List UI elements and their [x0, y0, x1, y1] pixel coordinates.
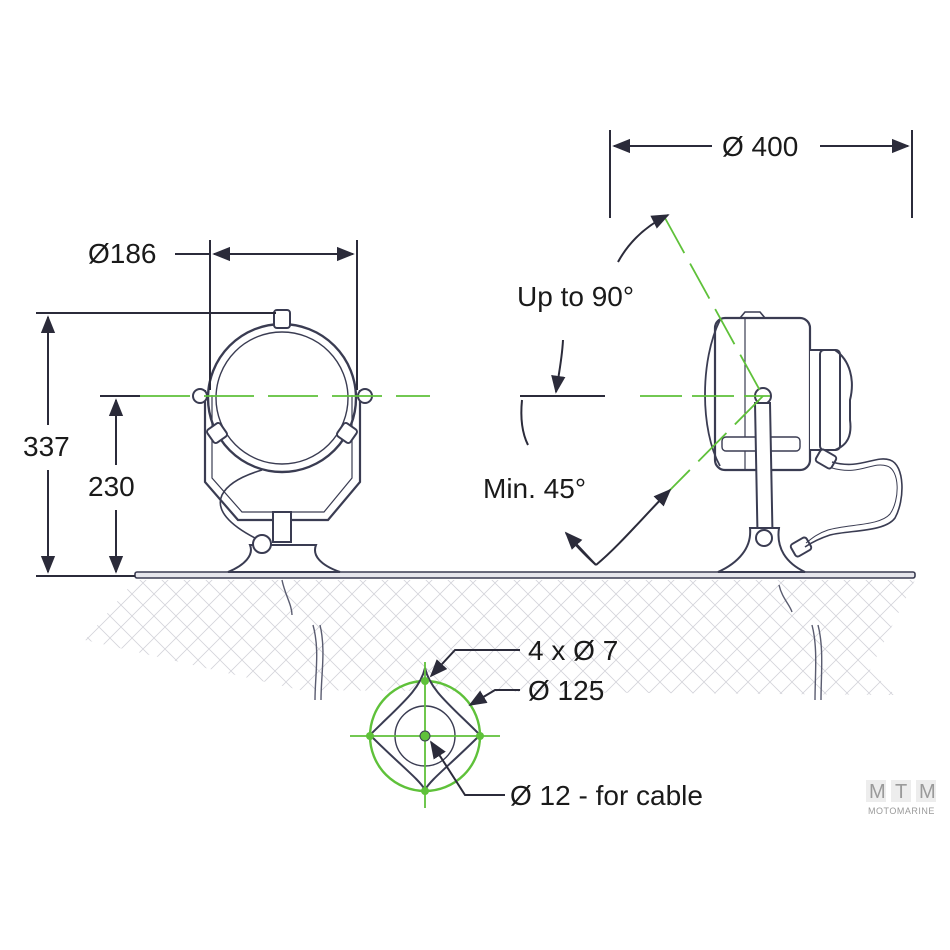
motomarine-logo: M T M MOTOMARINE: [866, 780, 936, 816]
flange-leaders: [429, 649, 520, 796]
dimension-lines: [36, 130, 913, 577]
logo-word: MOTOMARINE: [868, 806, 935, 816]
ground: [85, 571, 916, 695]
cable-hole-label: Ø 12 - for cable: [510, 780, 703, 811]
logo-letter-2: T: [895, 781, 907, 803]
tilt-arcs: [520, 214, 672, 566]
buried-cables: [281, 579, 823, 701]
tilt-up-label: Up to 90°: [517, 281, 634, 312]
front-diameter-label: Ø186: [88, 238, 157, 269]
side-diameter-label: Ø 400: [722, 131, 798, 162]
base-flange-detail: [350, 662, 500, 808]
tilt-down-label: Min. 45°: [483, 473, 586, 504]
side-tilt-lines: [640, 217, 770, 491]
mounting-holes-label: 4 x Ø 7: [528, 635, 618, 666]
logo-letter-3: M: [919, 781, 936, 803]
front-view-lamp: [192, 309, 373, 573]
axis-height-label: 230: [88, 471, 135, 502]
side-view-lamp: [704, 311, 903, 573]
logo-letter-1: M: [869, 781, 886, 803]
bolt-circle-label: Ø 125: [528, 675, 604, 706]
total-height-label: 337: [23, 431, 70, 462]
